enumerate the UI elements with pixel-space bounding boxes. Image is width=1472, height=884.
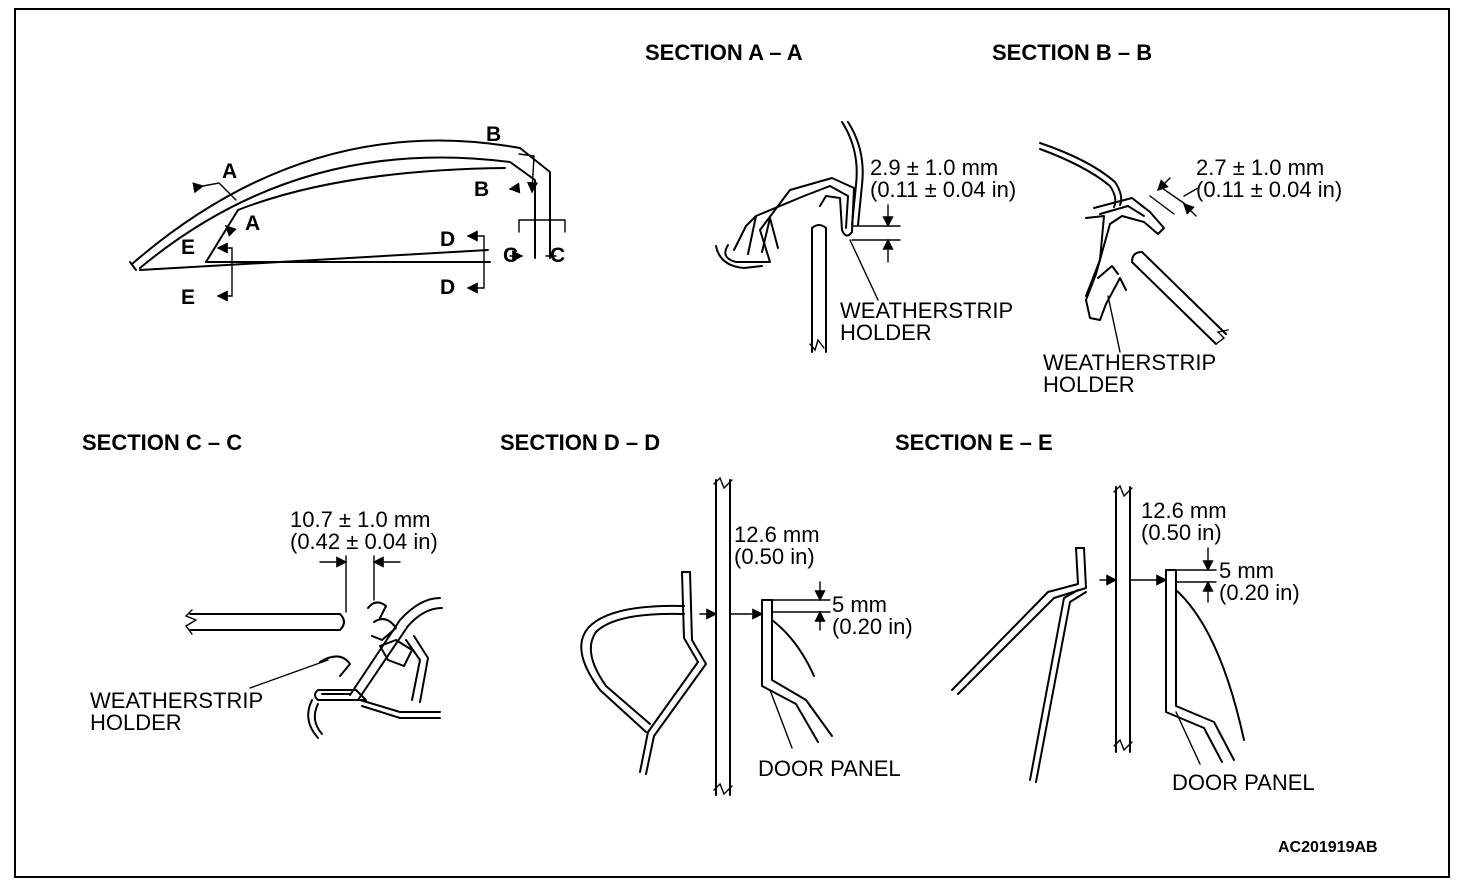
section-a-label-line1: WEATHERSTRIP: [840, 298, 1013, 323]
cut-marker-e: [216, 242, 233, 302]
section-d-label: DOOR PANEL: [758, 756, 901, 781]
section-c-label-line2: HOLDER: [90, 710, 182, 735]
section-d-gap-mm: 5 mm: [832, 592, 887, 617]
section-c: SECTION C – C 10.7 ± 1.0 mm (0.42 ± 0.04…: [82, 430, 443, 739]
section-b-label-line1: WEATHERSTRIP: [1043, 350, 1216, 375]
marker-c-left: C: [503, 244, 518, 267]
cut-marker-c: [509, 219, 566, 262]
marker-e-lower: E: [181, 286, 195, 309]
section-d-title: SECTION D – D: [500, 430, 660, 455]
cut-marker-a: [192, 182, 237, 237]
section-c-dim-mm: 10.7 ± 1.0 mm: [290, 507, 430, 532]
marker-a-lower: A: [245, 212, 260, 235]
section-e-label: DOOR PANEL: [1172, 770, 1315, 795]
section-e-dim-mm: 12.6 mm: [1141, 498, 1227, 523]
section-b: SECTION B – B 2.7 ± 1.0 mm (0.11 ± 0.04 …: [992, 40, 1342, 397]
diagram-frame: [14, 8, 1450, 878]
section-b-dim-mm: 2.7 ± 1.0 mm: [1196, 155, 1324, 180]
marker-d-lower: D: [440, 276, 455, 299]
marker-d-upper: D: [440, 228, 455, 251]
marker-b-lower: B: [474, 178, 489, 201]
section-d-gap-in: (0.20 in): [832, 614, 913, 639]
section-b-title: SECTION B – B: [992, 40, 1152, 65]
section-b-label-line2: HOLDER: [1043, 372, 1135, 397]
section-d-dim-in: (0.50 in): [734, 544, 815, 569]
section-d: SECTION D – D 12.6 mm (0.50 in) 5 mm (0.…: [500, 430, 913, 796]
marker-a-upper: A: [222, 160, 237, 183]
section-a-dim-mm: 2.9 ± 1.0 mm: [870, 155, 998, 180]
section-d-dim-mm: 12.6 mm: [734, 522, 820, 547]
section-b-dim-in: (0.11 ± 0.04 in): [1196, 177, 1342, 202]
section-e: SECTION E – E 12.6 mm (0.50 in) 5 mm (0.…: [895, 430, 1315, 795]
section-e-dim-in: (0.50 in): [1141, 520, 1222, 545]
section-a: SECTION A – A 2.9 ± 1.0 mm (0.11 ± 0.04 …: [645, 40, 1016, 353]
section-c-title: SECTION C – C: [82, 430, 242, 455]
section-a-label-line2: HOLDER: [840, 320, 932, 345]
marker-e-upper: E: [181, 236, 195, 259]
cut-marker-d: [466, 230, 485, 294]
marker-c-right: C: [550, 244, 565, 267]
figure-code: AC201919AB: [1278, 839, 1378, 856]
section-c-dim-in: (0.42 ± 0.04 in): [290, 529, 438, 554]
section-e-gap-mm: 5 mm: [1219, 558, 1274, 583]
section-a-dim-in: (0.11 ± 0.04 in): [870, 177, 1016, 202]
door-frame-overview: A A B B C C D D E E: [129, 123, 566, 309]
section-a-title: SECTION A – A: [645, 40, 803, 65]
section-c-label-line1: WEATHERSTRIP: [90, 688, 263, 713]
section-e-gap-in: (0.20 in): [1219, 580, 1300, 605]
cut-marker-b: [508, 153, 539, 194]
section-e-title: SECTION E – E: [895, 430, 1053, 455]
marker-b-upper: B: [486, 123, 501, 146]
